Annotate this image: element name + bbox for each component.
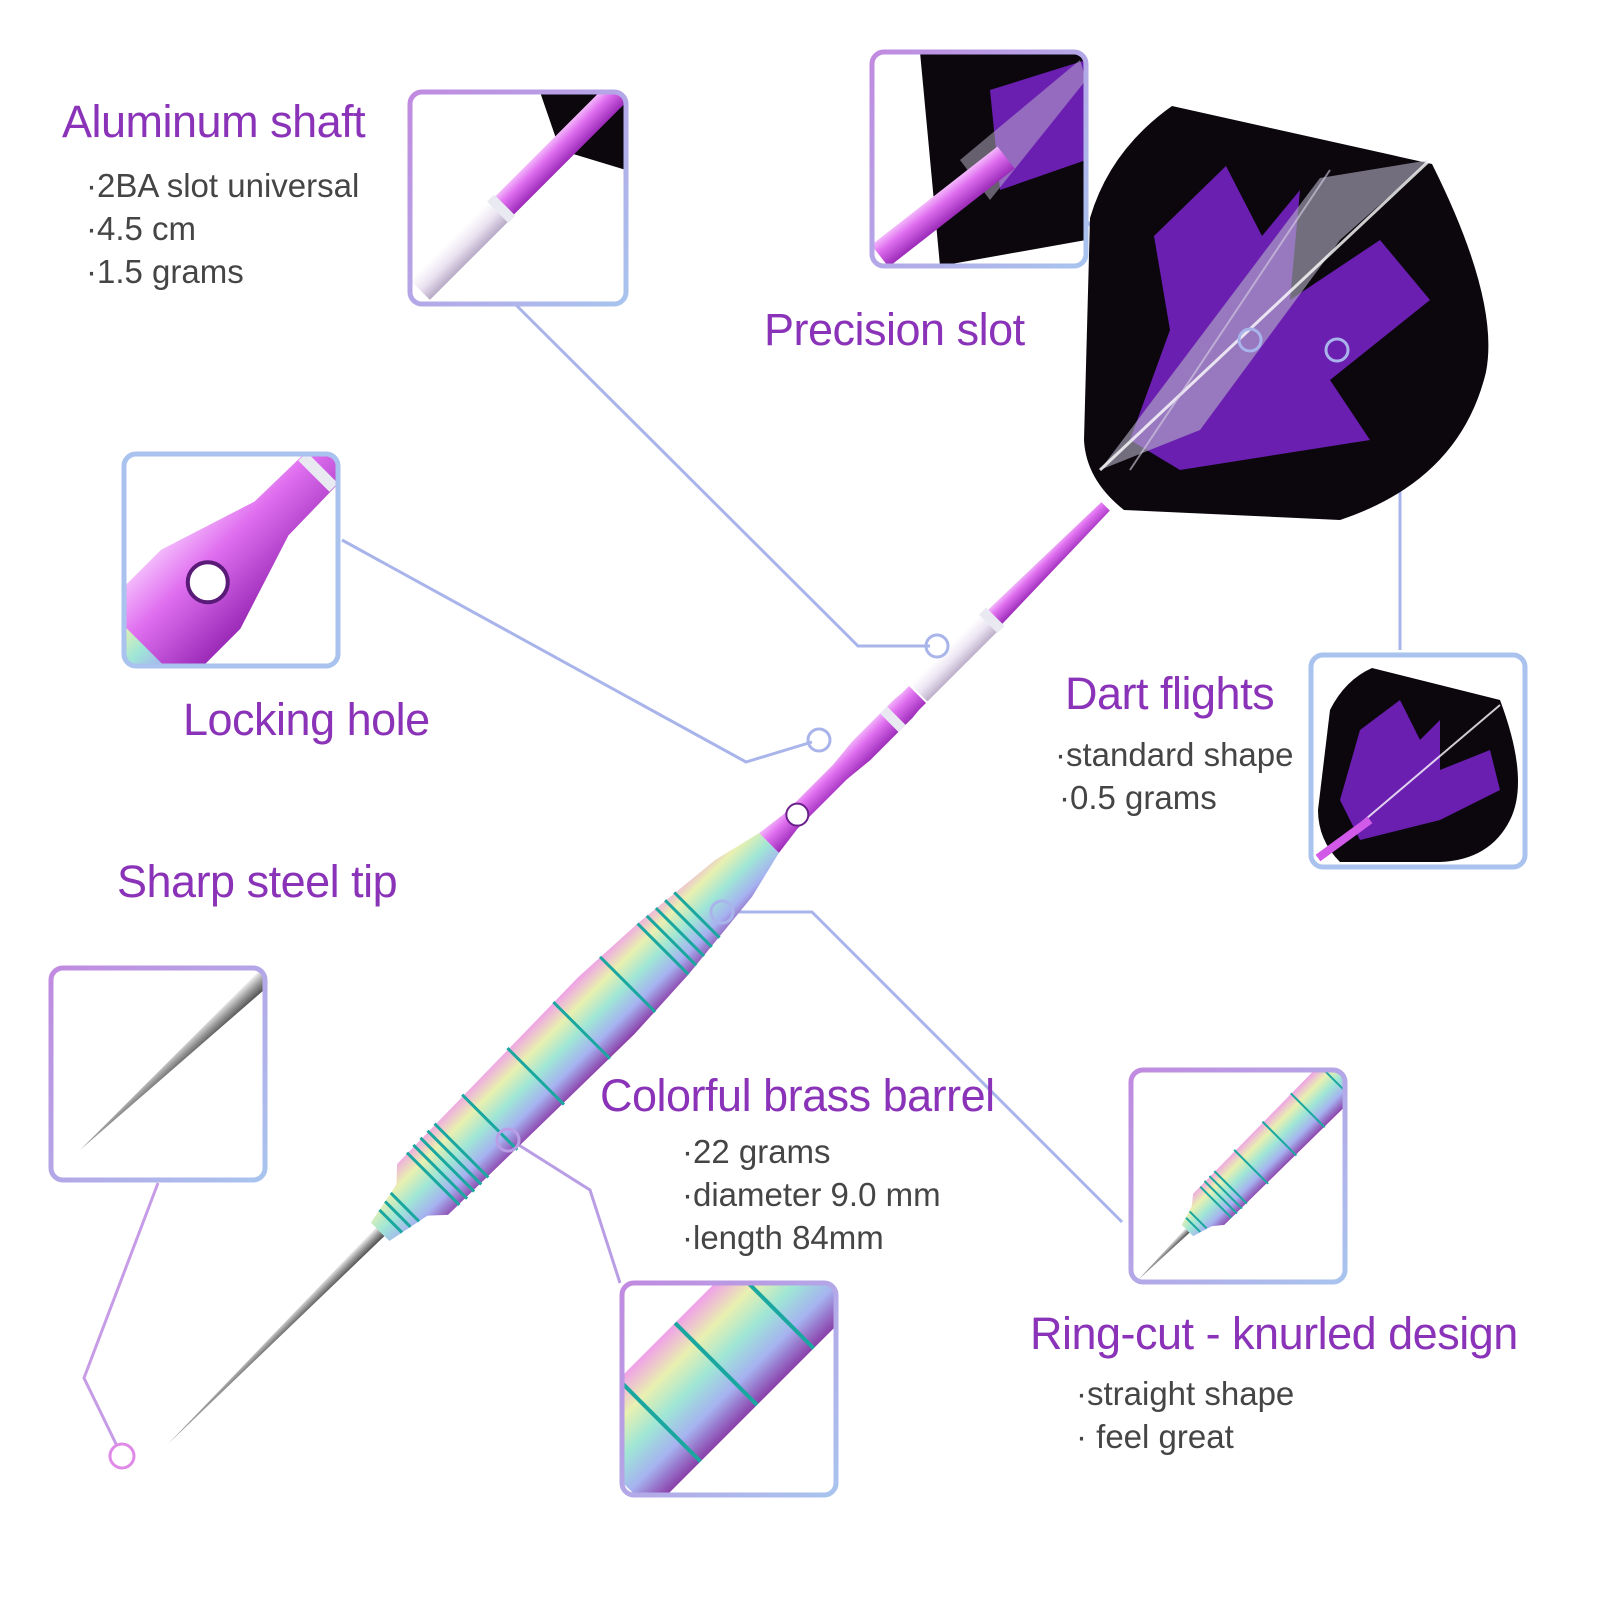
brass-barrel xyxy=(370,833,779,1242)
precision-slot-title: Precision slot xyxy=(764,304,1025,355)
callout-line-tip xyxy=(82,1182,160,1447)
locking-hole-icon xyxy=(121,451,341,669)
aluminum-shaft-icon xyxy=(407,89,629,307)
callout-dot-tip xyxy=(108,1442,136,1470)
spec-line: ·standard shape xyxy=(1055,736,1294,773)
callout-dot-ringcut xyxy=(709,899,735,925)
spec-line: · feel great xyxy=(1076,1418,1234,1455)
barrel-rings xyxy=(378,891,721,1234)
spec-line: ·diameter 9.0 mm xyxy=(682,1176,941,1213)
colorful-brass-barrel-specs: ·22 grams ·diameter 9.0 mm ·length 84mm xyxy=(682,1130,941,1259)
spec-line: ·straight shape xyxy=(1076,1375,1295,1412)
spec-line: ·length 84mm xyxy=(682,1219,884,1256)
locking-hole xyxy=(785,802,810,827)
dart-illustration xyxy=(108,106,1489,1470)
callout-line-hole xyxy=(341,538,813,764)
dart-flight-icon xyxy=(1308,652,1528,870)
callout-dot-hole xyxy=(806,727,832,753)
callout-line-barrel xyxy=(513,1140,622,1284)
callout-dot-shaft xyxy=(924,633,950,659)
steel-tip-icon xyxy=(48,965,268,1183)
dart-flight xyxy=(1084,106,1489,520)
brass-barrel-icon xyxy=(619,1280,839,1498)
callout-line-ringcut xyxy=(730,910,1124,1224)
callout-line-shaft xyxy=(513,302,930,648)
spec-line: ·0.5 grams xyxy=(1059,779,1217,816)
shaft-ring xyxy=(880,706,906,732)
dart-flights-title: Dart flights xyxy=(1065,668,1275,719)
steel-point xyxy=(168,1227,385,1444)
shaft-top xyxy=(988,502,1110,624)
shaft-clear-section xyxy=(910,615,997,702)
aluminum-shaft-title: Aluminum shaft xyxy=(62,96,366,147)
spec-line: ·1.5 grams xyxy=(86,253,244,290)
dart-flights-specs: ·standard shape ·0.5 grams xyxy=(1055,733,1294,819)
locking-hole-title: Locking hole xyxy=(183,694,430,745)
callout-dot-slot xyxy=(1237,327,1263,353)
callout-dot-flight xyxy=(1324,337,1350,363)
aluminum-shaft xyxy=(759,685,927,853)
ring-cut-icon xyxy=(1128,1067,1348,1285)
spec-line: ·4.5 cm xyxy=(86,210,197,247)
spec-line: ·22 grams xyxy=(682,1133,831,1170)
sharp-steel-tip-title: Sharp steel tip xyxy=(117,856,398,907)
ring-cut-design-title: Ring-cut - knurled design xyxy=(1030,1308,1518,1359)
aluminum-shaft-specs: ·2BA slot universal ·4.5 cm ·1.5 grams xyxy=(86,164,359,293)
precision-slot-icon xyxy=(869,49,1089,269)
ring-cut-design-specs: ·straight shape · feel great xyxy=(1076,1372,1294,1458)
callout-dot-barrel xyxy=(495,1127,521,1153)
callout-dots xyxy=(108,327,1350,1470)
colorful-brass-barrel-title: Colorful brass barrel xyxy=(600,1070,995,1121)
spec-line: ·2BA slot universal xyxy=(86,167,360,204)
